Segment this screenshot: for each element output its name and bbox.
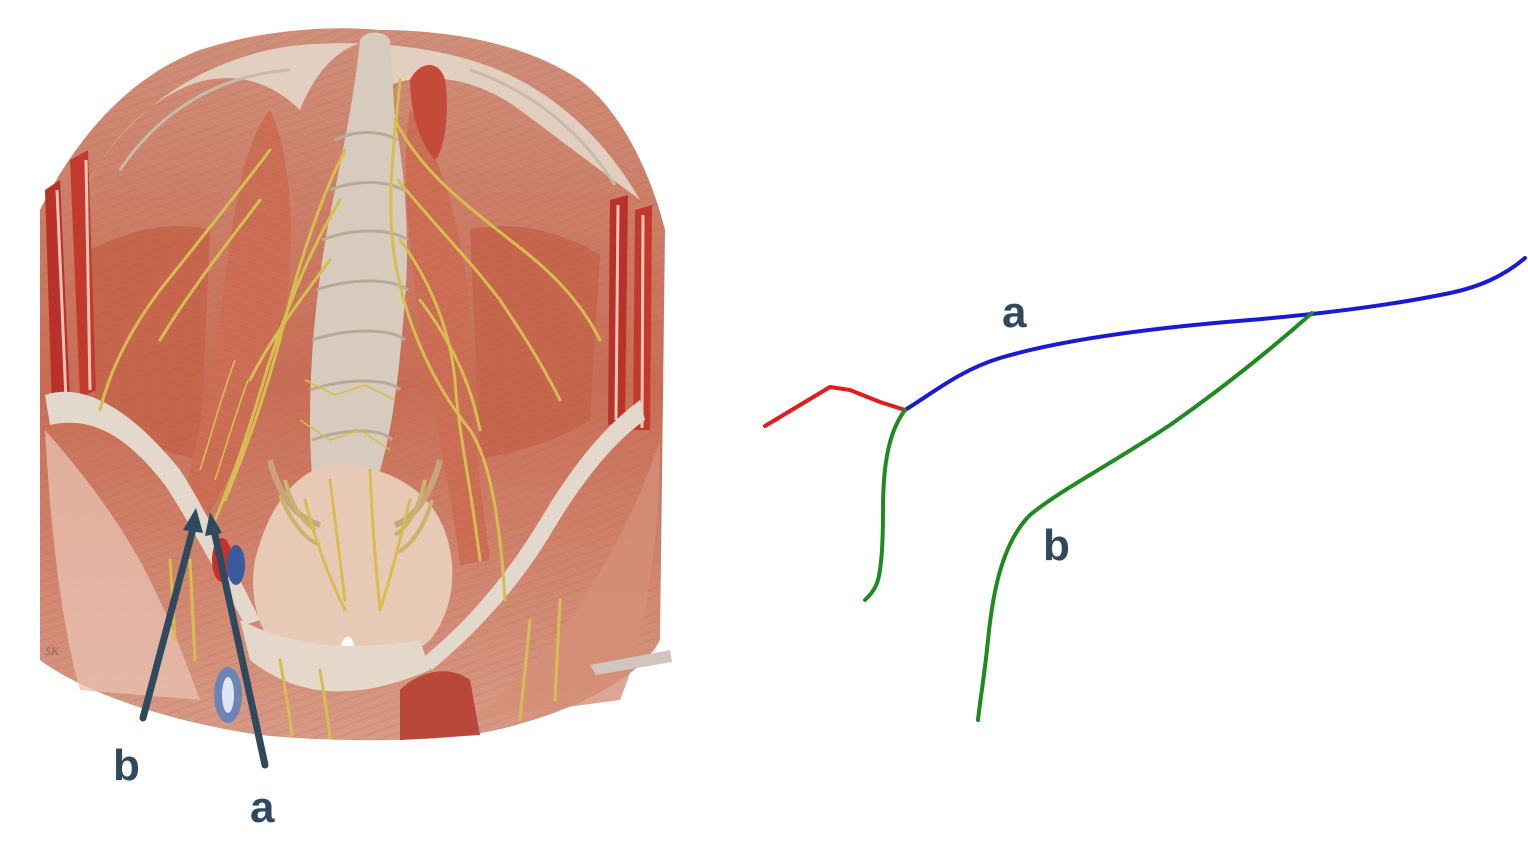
pointer-a-arrow bbox=[205, 512, 269, 769]
red-segment bbox=[763, 385, 907, 428]
nerve-schematic: a b bbox=[763, 256, 1527, 722]
illustration-label-a: a bbox=[250, 783, 275, 832]
nerve-b-line bbox=[976, 311, 1314, 722]
schematic-label-b: b bbox=[1043, 521, 1070, 570]
inguinal-ligament-left bbox=[45, 391, 260, 625]
illustration-label-b: b bbox=[113, 741, 140, 790]
schematic-label-a: a bbox=[1002, 288, 1027, 337]
inguinal-ligament-right bbox=[420, 400, 645, 670]
nerve-a-line bbox=[903, 256, 1527, 412]
artist-mark: SK bbox=[45, 644, 60, 658]
nerve-b-branch-upper bbox=[863, 408, 907, 602]
lumbar-plexus-nerves bbox=[98, 78, 602, 740]
anatomical-illustration: SK b a bbox=[40, 28, 672, 832]
vertebral-column bbox=[310, 32, 407, 560]
pointer-b-arrow bbox=[139, 508, 203, 722]
